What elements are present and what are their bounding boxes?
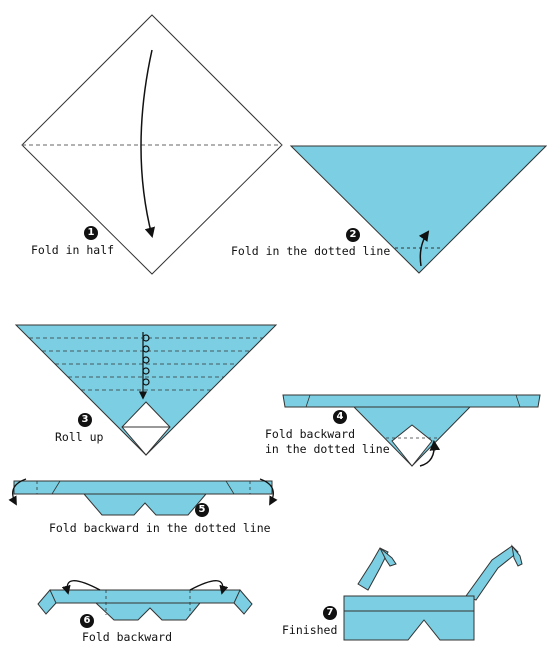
step-4-drawing [282,394,541,467]
paper-band [13,480,273,495]
step-2-caption: Fold in the dotted line [231,244,391,258]
right-temple [233,589,253,615]
step-2-drawing [289,145,547,274]
step-7-drawing [343,544,523,641]
roll-arrow [138,332,150,400]
paper-band [49,589,241,604]
left-temple [357,547,389,591]
step-4-number: 4 [333,410,347,424]
step-6-drawing [37,580,253,621]
paper-triangle [289,145,547,274]
fold-lines [29,337,263,391]
fold-arrow [140,49,156,239]
lens-shape [82,493,208,516]
step-4-caption-line1: Fold backward [265,427,356,441]
left-temple [37,589,57,615]
step-1-drawing [21,14,283,275]
step-5-drawing [8,478,278,516]
step-4-caption-line2: in the dotted line [265,442,390,456]
step-3-number: 3 [78,413,92,427]
step-3-caption: Roll up [55,430,104,444]
step-1-number: 1 [84,226,98,240]
right-temple [465,545,519,601]
white-tip [391,424,433,467]
frame-front [343,595,475,641]
step-2-number: 2 [346,228,360,242]
fold-arrow-left [8,478,27,506]
step-1-caption: Fold in half [31,243,115,257]
fold-arrow-right [259,478,278,506]
right-temple-tip [511,544,523,567]
fold-arrow-right [189,580,229,595]
step-5-number: 5 [195,503,209,517]
lens-shape [94,602,202,621]
fold-arrow-left [61,580,101,595]
step-7-caption: Finished [282,623,338,637]
fold-arrow [418,230,430,267]
fold-arrow [419,439,441,467]
left-temple-tip [379,547,397,567]
step-6-number: 6 [80,614,94,628]
step-6-caption: Fold backward [82,630,173,644]
white-tip [121,401,171,456]
paper-band [282,394,541,408]
step-3-drawing [14,324,278,456]
step-5-caption: Fold backward in the dotted line [49,521,271,535]
step-7-number: 7 [323,606,337,620]
